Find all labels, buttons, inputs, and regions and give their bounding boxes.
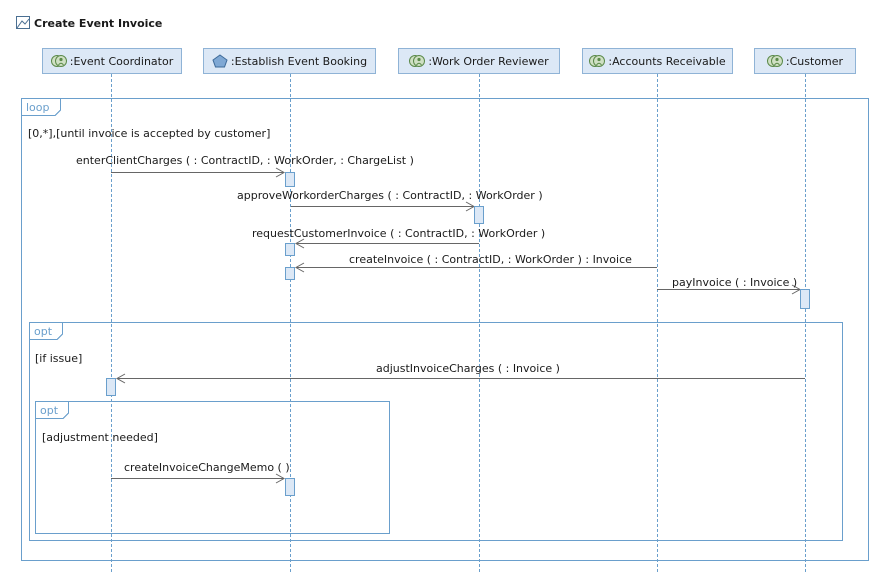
- message-label-requestCustomerInvoice[interactable]: requestCustomerInvoice ( : ContractID, :…: [252, 227, 546, 240]
- lifeline-work-order-reviewer[interactable]: :Work Order Reviewer: [398, 48, 560, 74]
- message-arrow-approveWorkorderCharges: [291, 201, 476, 212]
- activation-bar[interactable]: [285, 478, 295, 496]
- lifeline-line-event-coordinator: [111, 74, 112, 572]
- message-arrow-createInvoice: [294, 262, 657, 273]
- message-label-createInvoice[interactable]: createInvoice ( : ContractID, : WorkOrde…: [349, 253, 632, 266]
- lifeline-accounts-receivable[interactable]: :Accounts Receivable: [582, 48, 733, 74]
- lifeline-event-coordinator[interactable]: :Event Coordinator: [42, 48, 182, 74]
- lifeline-label: :Accounts Receivable: [608, 54, 726, 68]
- message-arrow-createInvoiceChangeMemo: [111, 473, 286, 484]
- lifeline-line-customer: [805, 74, 806, 572]
- diagram-title-text: Create Event Invoice: [34, 16, 163, 30]
- lifeline-label: :Event Coordinator: [69, 54, 174, 68]
- activation-bar[interactable]: [285, 267, 295, 280]
- message-arrow-requestCustomerInvoice: [294, 238, 479, 249]
- loop-guard: [0,*],[until invoice is accepted by cust…: [28, 127, 271, 140]
- lifeline-line-establish-event-booking: [290, 74, 291, 572]
- fragment-operator-label: opt: [30, 323, 64, 340]
- opt-adjust-guard: [adjustment needed]: [42, 431, 158, 444]
- lifeline-line-work-order-reviewer: [479, 74, 480, 572]
- actor-role-icon: [766, 54, 783, 68]
- lifeline-label: :Establish Event Booking: [230, 54, 368, 68]
- fragment-operator-label: loop: [22, 99, 61, 116]
- activation-bar[interactable]: [285, 243, 295, 256]
- process-pentagon-icon: [212, 54, 228, 68]
- actor-role-icon: [50, 54, 67, 68]
- sequence-diagram-icon: [16, 16, 31, 30]
- fragment-operator-label: opt: [36, 402, 70, 419]
- message-arrow-adjustInvoiceCharges: [115, 373, 805, 384]
- message-label-enterClientCharges[interactable]: enterClientCharges ( : ContractID, : Wor…: [76, 154, 414, 167]
- opt-issue-guard: [if issue]: [35, 352, 83, 365]
- message-label-approveWorkorderCharges[interactable]: approveWorkorderCharges ( : ContractID, …: [237, 189, 543, 202]
- diagram-title: Create Event Invoice: [16, 14, 162, 32]
- activation-bar[interactable]: [285, 172, 295, 187]
- activation-bar[interactable]: [474, 206, 484, 224]
- message-label-createInvoiceChangeMemo[interactable]: createInvoiceChangeMemo ( ): [124, 461, 290, 474]
- lifeline-establish-event-booking[interactable]: :Establish Event Booking: [203, 48, 376, 74]
- message-arrow-enterClientCharges: [111, 167, 286, 178]
- activation-bar[interactable]: [800, 289, 810, 309]
- actor-role-icon: [409, 54, 426, 68]
- lifeline-customer[interactable]: :Customer: [754, 48, 856, 74]
- lifeline-label: :Customer: [785, 54, 844, 68]
- lifeline-line-accounts-receivable: [657, 74, 658, 572]
- message-label-adjustInvoiceCharges[interactable]: adjustInvoiceCharges ( : Invoice ): [376, 362, 560, 375]
- loop-fragment[interactable]: loop: [21, 98, 869, 561]
- actor-role-icon: [589, 54, 606, 68]
- opt-issue-fragment[interactable]: opt: [29, 322, 843, 541]
- lifeline-label: :Work Order Reviewer: [428, 54, 549, 68]
- message-label-payInvoice[interactable]: payInvoice ( : Invoice ): [672, 276, 798, 289]
- activation-bar[interactable]: [106, 378, 116, 396]
- opt-adjust-fragment[interactable]: opt: [35, 401, 390, 534]
